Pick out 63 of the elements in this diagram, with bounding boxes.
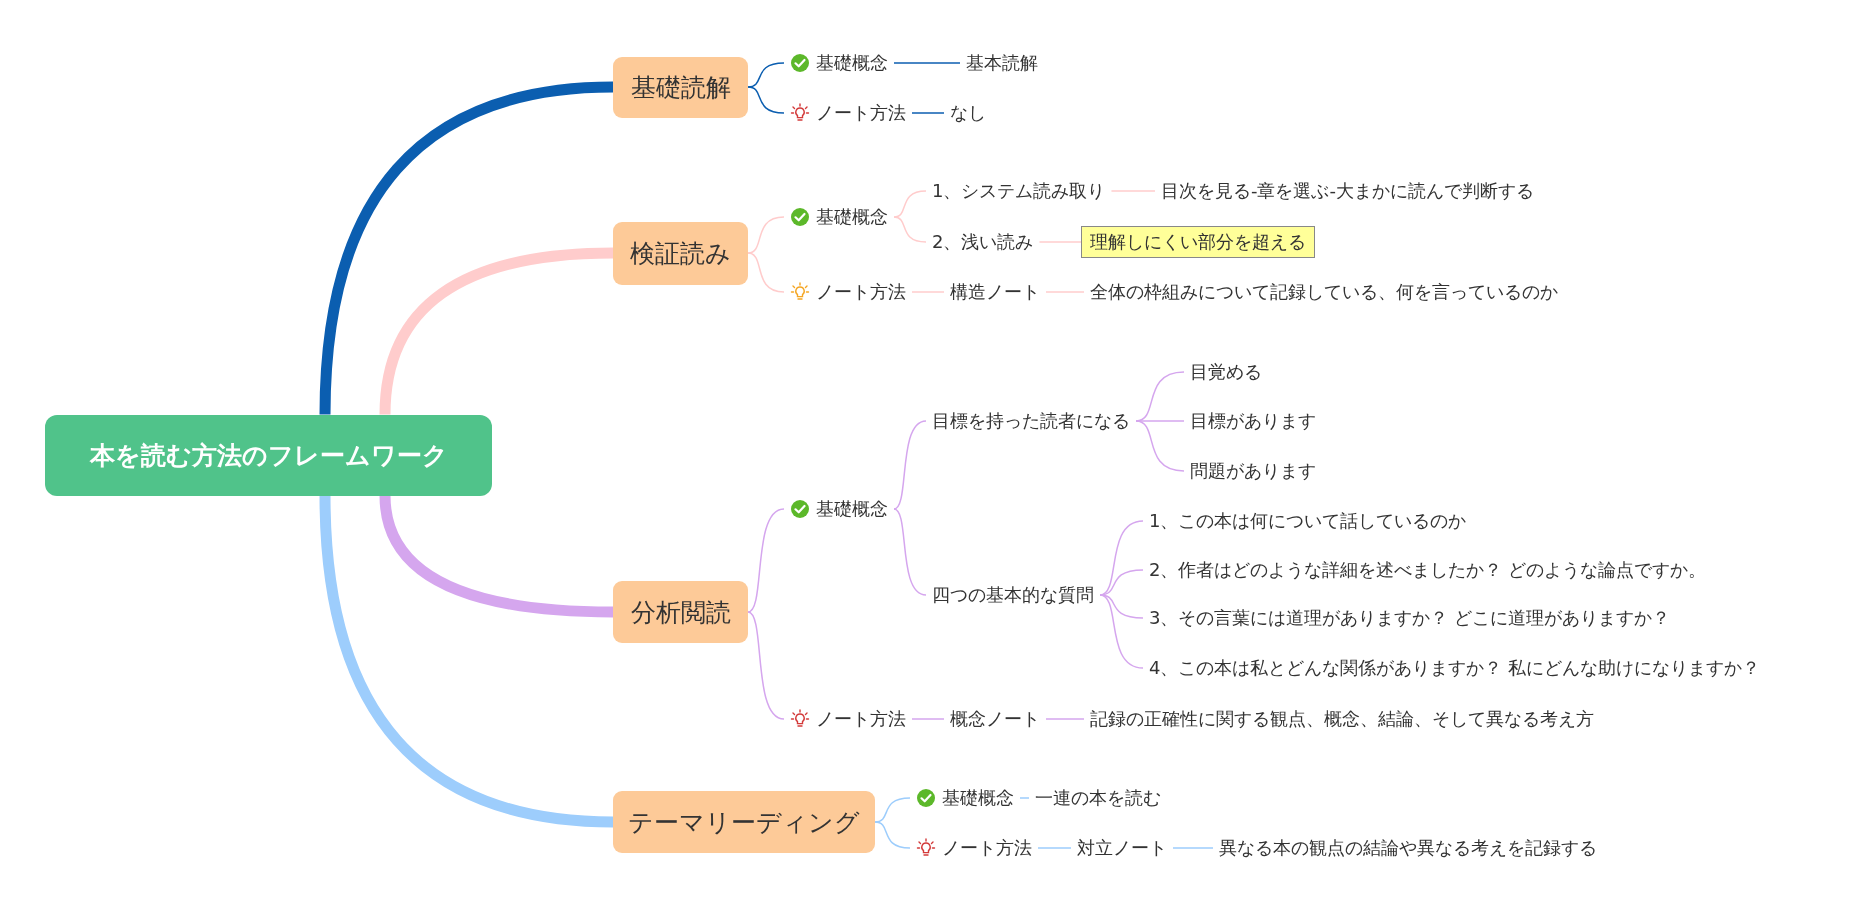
topic-text: 目覚める [1190, 360, 1262, 384]
topic-text: 基本読解 [966, 51, 1038, 75]
topic-text: 基礎概念 [942, 786, 1014, 810]
branch-line [747, 611, 785, 720]
topic-text: 全体の枠組みについて記録している、何を言っているのか [1090, 280, 1558, 304]
topic-text: 1、システム読み取り [932, 179, 1106, 203]
branch-line [893, 508, 927, 596]
topic-text: 問題があります [1190, 459, 1316, 483]
branch-line [1110, 190, 1156, 192]
topic-text: 目標があります [1190, 409, 1316, 433]
topic-text: 対立ノート [1077, 836, 1167, 860]
branch-topic-box: 基礎読解 [613, 56, 748, 118]
topic-text: 概念ノート [950, 707, 1040, 731]
topic-text: 4、この本は私とどんな関係がありますか？ 私にどんな助けになりますか？ [1149, 656, 1761, 680]
topic-text: ノート方法 [816, 707, 906, 731]
topic-text: 目次を見る-章を選ぶ-大まかに読んで判断する [1161, 179, 1534, 203]
branch-line [893, 420, 927, 510]
branch-topic-box: 検証読み [613, 221, 748, 285]
topic-text: 目標を持った読者になる [932, 409, 1130, 433]
highlighted-topic-box: 理解しにくい部分を超える [1081, 226, 1315, 258]
topic-text: ノート方法 [942, 836, 1032, 860]
branch-line [1045, 718, 1085, 720]
topic-text: 1、この本は何について話しているのか [1149, 509, 1467, 533]
branch-line [1038, 241, 1082, 243]
branch-line [1037, 847, 1072, 849]
branch-line [874, 821, 911, 849]
branch-line [379, 247, 614, 415]
branch-line [747, 216, 785, 254]
branch-line [1135, 420, 1185, 422]
branch-line [893, 62, 961, 64]
branch-line [911, 291, 945, 293]
branch-line [911, 112, 945, 114]
topic-text: 基礎概念 [816, 51, 888, 75]
branch-line [319, 81, 614, 415]
branch-line [893, 216, 927, 243]
topic-text: 異なる本の観点の結論や異なる考えを記録する [1219, 836, 1597, 860]
topic-text: なし [950, 101, 986, 125]
topic-text: 構造ノート [950, 280, 1040, 304]
branch-line [1172, 847, 1214, 849]
branch-topic-box: テーマリーディング [613, 791, 875, 853]
topic-text: 記録の正確性に関する観点、概念、結論、そして異なる考え方 [1090, 707, 1594, 731]
branch-line [747, 508, 785, 613]
topic-text: 2、浅い読み [932, 230, 1034, 254]
topic-text: 四つの基本的な質問 [932, 583, 1094, 607]
branch-line [319, 495, 614, 828]
branch-line [911, 718, 945, 720]
branch-topic-box: 分析閲読 [613, 581, 748, 643]
branch-line [1135, 420, 1185, 472]
branch-line [1099, 594, 1144, 619]
topic-text: 一連の本を読む [1035, 786, 1161, 810]
topic-text: 基礎概念 [816, 497, 888, 521]
topic-text: ノート方法 [816, 280, 906, 304]
root-topic-box: 本を読む方法のフレームワーク [45, 414, 492, 496]
topic-text: 3、その言葉には道理がありますか？ どこに道理がありますか？ [1149, 606, 1671, 630]
branch-line [747, 252, 785, 293]
topic-text: 2、作者はどのような詳細を述べましたか？ どのような論点ですか。 [1149, 558, 1707, 582]
branch-line [379, 495, 614, 618]
branch-line [1019, 797, 1030, 799]
branch-line [1099, 594, 1144, 669]
branch-line [1045, 291, 1085, 293]
topic-text: 基礎概念 [816, 205, 888, 229]
branch-line [747, 86, 785, 114]
topic-text: ノート方法 [816, 101, 906, 125]
